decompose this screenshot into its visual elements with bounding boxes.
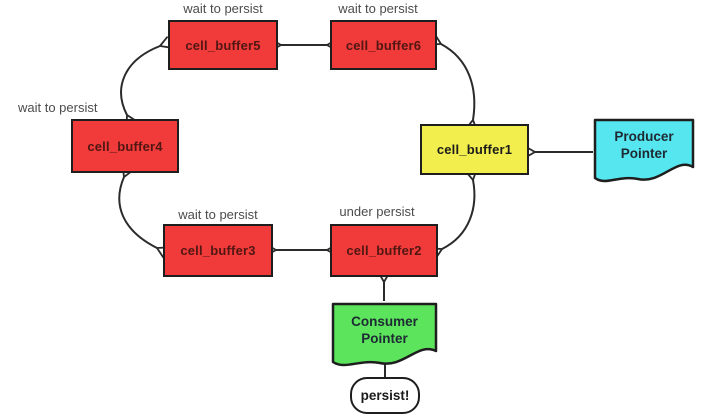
arrow-buffer4-buffer5 <box>120 36 173 128</box>
node-label: cell_buffer1 <box>436 142 513 157</box>
node-persist: persist! <box>350 377 420 414</box>
arrow-buffer4-buffer3 <box>118 164 170 259</box>
node-label: cell_buffer6 <box>345 37 422 53</box>
consumer-pointer-shape <box>331 302 438 367</box>
annotation-buffer3: wait to persist <box>178 207 258 222</box>
node-label: cell_buffer5 <box>185 37 261 53</box>
node-cell-buffer6: cell_buffer6 <box>330 20 437 70</box>
producer-pointer-label: Producer Pointer <box>614 129 674 161</box>
node-cell-buffer3: cell_buffer3 <box>163 224 273 277</box>
annotation-buffer2: under persist <box>339 204 415 219</box>
consumer-pointer-label: Consumer Pointer <box>351 314 418 346</box>
arrow-buffer6-buffer1 <box>428 33 478 132</box>
annotation-buffer5: wait to persist <box>183 1 263 16</box>
node-label: cell_buffer2 <box>346 243 422 258</box>
annotation-buffer6: wait to persist <box>338 1 418 16</box>
arrow-buffer2-buffer1 <box>429 168 478 260</box>
node-cell-buffer1: cell_buffer1 <box>420 124 529 175</box>
node-label: cell_buffer3 <box>180 243 256 258</box>
producer-pointer-shape <box>593 118 695 183</box>
node-cell-buffer4: cell_buffer4 <box>71 119 179 173</box>
persist-label: persist! <box>360 388 410 403</box>
node-cell-buffer2: cell_buffer2 <box>330 224 438 277</box>
node-label: cell_buffer4 <box>87 138 163 154</box>
node-cell-buffer5: cell_buffer5 <box>168 20 278 70</box>
annotation-buffer4: wait to persist <box>18 100 98 115</box>
